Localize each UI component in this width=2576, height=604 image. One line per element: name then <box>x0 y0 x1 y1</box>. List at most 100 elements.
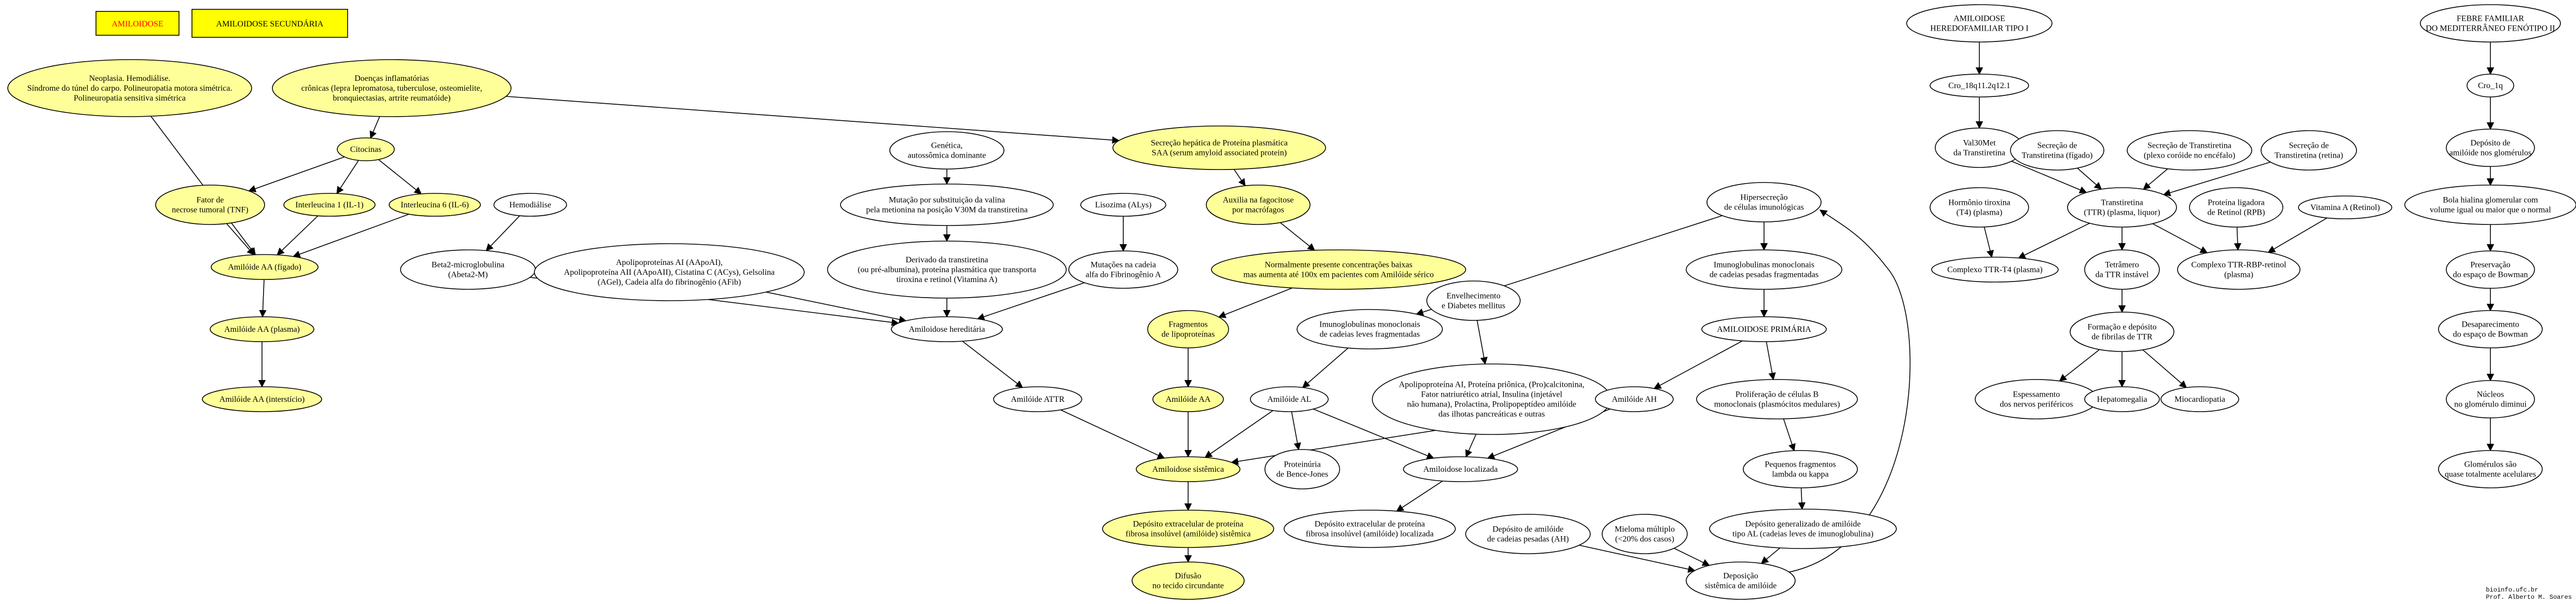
credit-author: Prof. Alberto M. Soares <box>2486 594 2572 601</box>
node-label: Glomérulos são <box>2464 460 2517 469</box>
node-label: DO MEDITERRÂNEO FENÓTIPO II <box>2426 23 2555 33</box>
node-label: Apolipoproteína AII (AApoAII), Cistatina… <box>564 268 775 277</box>
credit-site: bioinfo.ufc.br <box>2486 586 2539 594</box>
node-shape <box>2446 250 2535 289</box>
node-label: Desaparecimento <box>2461 320 2519 329</box>
node-localizada: Amiloidose localizada <box>1403 456 1518 482</box>
node-label: Normalmente presente concentrações baixa… <box>1265 261 1413 270</box>
node-beta2: Beta2-microglobulina(Abeta2-M) <box>400 249 536 290</box>
node-label: Beta2-microglobulina <box>432 261 504 270</box>
node-label: alfa do Fibrinogênio A <box>1085 271 1161 279</box>
node-label: FEBRE FAMILIAR <box>2457 15 2524 23</box>
node-label: Secreção de <box>2289 142 2329 150</box>
node-label: Amilóide AA (interstício) <box>219 395 305 404</box>
node-label: Depósito de <box>2471 139 2511 148</box>
node-primaria: AMILOIDOSE PRIMÁRIA <box>1701 316 1827 342</box>
node-shape <box>155 185 265 225</box>
node-label: Polineuropatia sensitiva simétrica <box>74 94 186 103</box>
node-aa-intersticio: Amilóide AA (interstício) <box>202 386 322 412</box>
node-label: Mutações na cadeia <box>1091 261 1156 270</box>
node-il6: Interleucina 6 (IL-6) <box>389 193 481 217</box>
node-shape <box>1709 509 1897 549</box>
node-label: Lisozima (ALys) <box>1095 201 1152 209</box>
node-label: HEREDOFAMILIAR TIPO I <box>1930 24 2029 33</box>
node-label: AMILOIDOSE PRIMÁRIA <box>1717 324 1811 334</box>
node-shape <box>1686 561 1796 600</box>
node-label: Deposição <box>1723 572 1758 581</box>
node-shape <box>2298 195 2392 219</box>
node-label: no tecido circundante <box>1152 582 1224 591</box>
edge-hormonio-to-complexo_t4 <box>1983 227 1994 258</box>
edge-amiloide_al-to-localizada <box>1313 409 1435 459</box>
node-label: necrose tumoral (TNF) <box>172 206 249 215</box>
node-label: do espaço de Bowman <box>2453 271 2528 279</box>
edge-amiloide_al-to-sistemica <box>1204 410 1273 458</box>
node-label: Proteinúria <box>1284 460 1320 469</box>
node-label: Apolipoproteínas AI (AApoAI), <box>616 258 723 267</box>
node-label: (plexo coróide no encéfalo) <box>2144 151 2235 160</box>
node-label: dos nervos periféricos <box>2000 400 2073 409</box>
node-shape <box>2084 386 2160 412</box>
node-label: Hipersecreção <box>1740 193 1788 202</box>
node-label: de Bence-Jones <box>1276 470 1328 479</box>
node-amiloide-aa: Amilóide AA <box>1152 386 1224 412</box>
node-shape <box>1975 379 2098 419</box>
node-label: (plasma) <box>2224 271 2253 279</box>
edge-proliferacao-to-pequenos <box>1783 418 1796 452</box>
node-shape <box>272 59 512 117</box>
node-label: das ilhotas pancreáticas e outras <box>1438 410 1545 419</box>
node-shape <box>1102 510 1274 548</box>
node-label: Amilóide AH <box>1612 395 1657 404</box>
node-label: da TTR instável <box>2096 271 2149 279</box>
node-cro1: Cro_1q <box>2467 74 2514 97</box>
node-label: Imunoglobulinas monoclonais <box>1714 261 1814 270</box>
node-label: autossômica dominante <box>908 151 986 160</box>
edge-transtiretina-to-complexo_t4 <box>2018 222 2090 259</box>
node-shape <box>1132 561 1245 600</box>
node-label: Depósito de amilóide <box>1493 525 1564 534</box>
node-shape <box>1068 250 1178 289</box>
node-shape <box>1080 193 1166 217</box>
node-label: tipo AL (cadeias leves de imunoglobulina… <box>1732 530 1874 539</box>
node-shape <box>1284 510 1456 548</box>
node-label: AMILOIDOSE <box>1953 15 2005 23</box>
node-label: por macrófagos <box>1232 206 1284 215</box>
edge-mutacoes_cadeia-to-hereditaria <box>976 282 1085 320</box>
edge-formacao-to-espessamento <box>2059 349 2100 382</box>
node-shape <box>210 316 314 342</box>
node-shape <box>1147 310 1229 348</box>
node-label: Mieloma múltiplo <box>1615 525 1675 534</box>
node-shape <box>1426 280 1521 321</box>
node-shape <box>1297 309 1443 349</box>
node-shape <box>202 386 322 412</box>
node-deposito-extra2: Depósito extracelular de proteínafibrosa… <box>1284 510 1456 548</box>
node-shape <box>1264 449 1340 489</box>
node-sistemica: Amiloidose sistêmica <box>1136 456 1241 482</box>
edge-citocinas-to-il6 <box>378 159 422 194</box>
node-label: Miocardiopatia <box>2174 395 2225 404</box>
edge-envelhecimento-to-apolipo_al <box>1477 320 1488 365</box>
node-complexo-t4: Complexo TTR-T4 (plasma) <box>1931 257 2059 283</box>
node-mieloma: Mieloma múltiplo(<20% dos casos) <box>1602 514 1688 554</box>
edge-citocinas-to-il1 <box>336 160 359 194</box>
node-label: Amilóide AA (fígado) <box>228 263 301 272</box>
node-shape <box>7 59 252 117</box>
node-label: Núcleos <box>2477 390 2504 399</box>
node-shape <box>2177 249 2301 290</box>
node-label: Síndrome do túnel do carpo. Polineuropat… <box>27 84 232 93</box>
legend-secundaria-label: AMILOIDOSE SECUNDÁRIA <box>216 19 324 29</box>
node-label: Depósito extracelular de proteína <box>1315 520 1425 529</box>
node-shape <box>1602 514 1688 554</box>
node-lisozima: Lisozima (ALys) <box>1080 193 1166 217</box>
